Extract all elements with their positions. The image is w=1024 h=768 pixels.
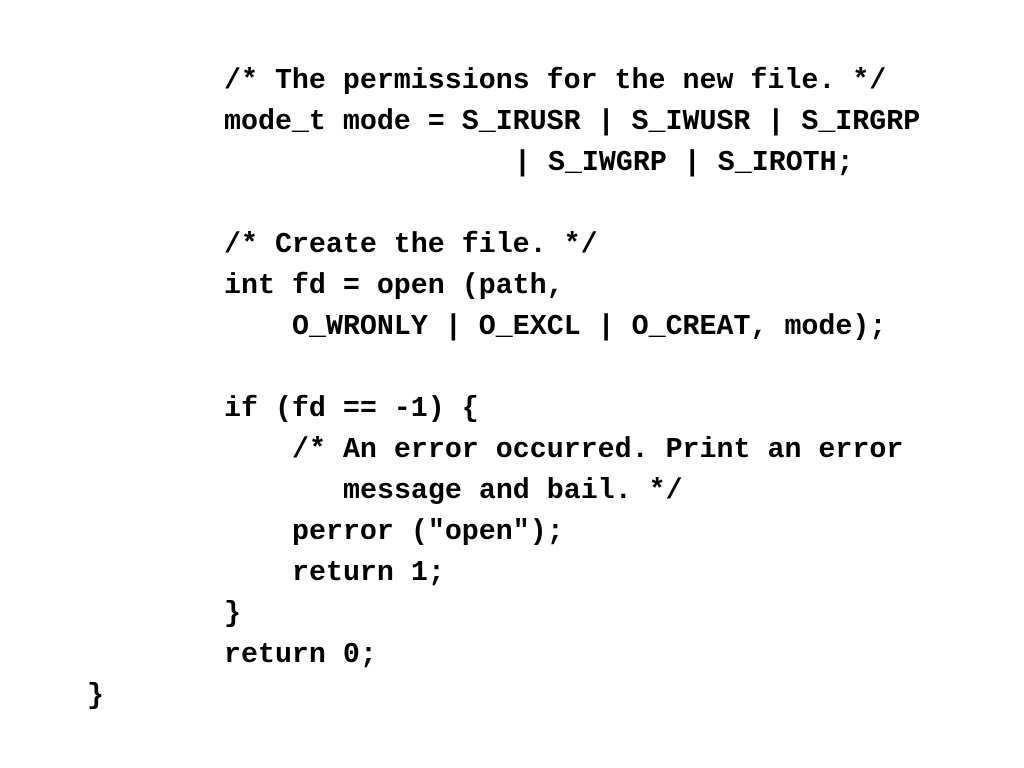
return-zero-line: return 0; xyxy=(224,639,377,671)
if-statement-line: if (fd == -1) { xyxy=(224,393,479,425)
mode-declaration-line: mode_t mode = S_IRUSR | S_IWUSR | S_IRGR… xyxy=(224,106,921,138)
comment-permissions: /* The permissions for the new file. */ xyxy=(224,65,887,97)
comment-error-line-1: /* An error occurred. Print an error xyxy=(292,434,904,466)
mode-declaration-continuation: | S_IWGRP | S_IROTH; xyxy=(514,147,854,179)
open-call-line: int fd = open (path, xyxy=(224,270,564,302)
open-flags-line: O_WRONLY | O_EXCL | O_CREAT, mode); xyxy=(292,311,887,343)
comment-error-line-2: message and bail. */ xyxy=(343,475,683,507)
return-one-line: return 1; xyxy=(292,557,445,589)
perror-call-line: perror ("open"); xyxy=(292,516,564,548)
function-closing-brace: } xyxy=(87,680,104,712)
if-closing-brace: } xyxy=(224,598,241,630)
comment-create-file: /* Create the file. */ xyxy=(224,229,598,261)
